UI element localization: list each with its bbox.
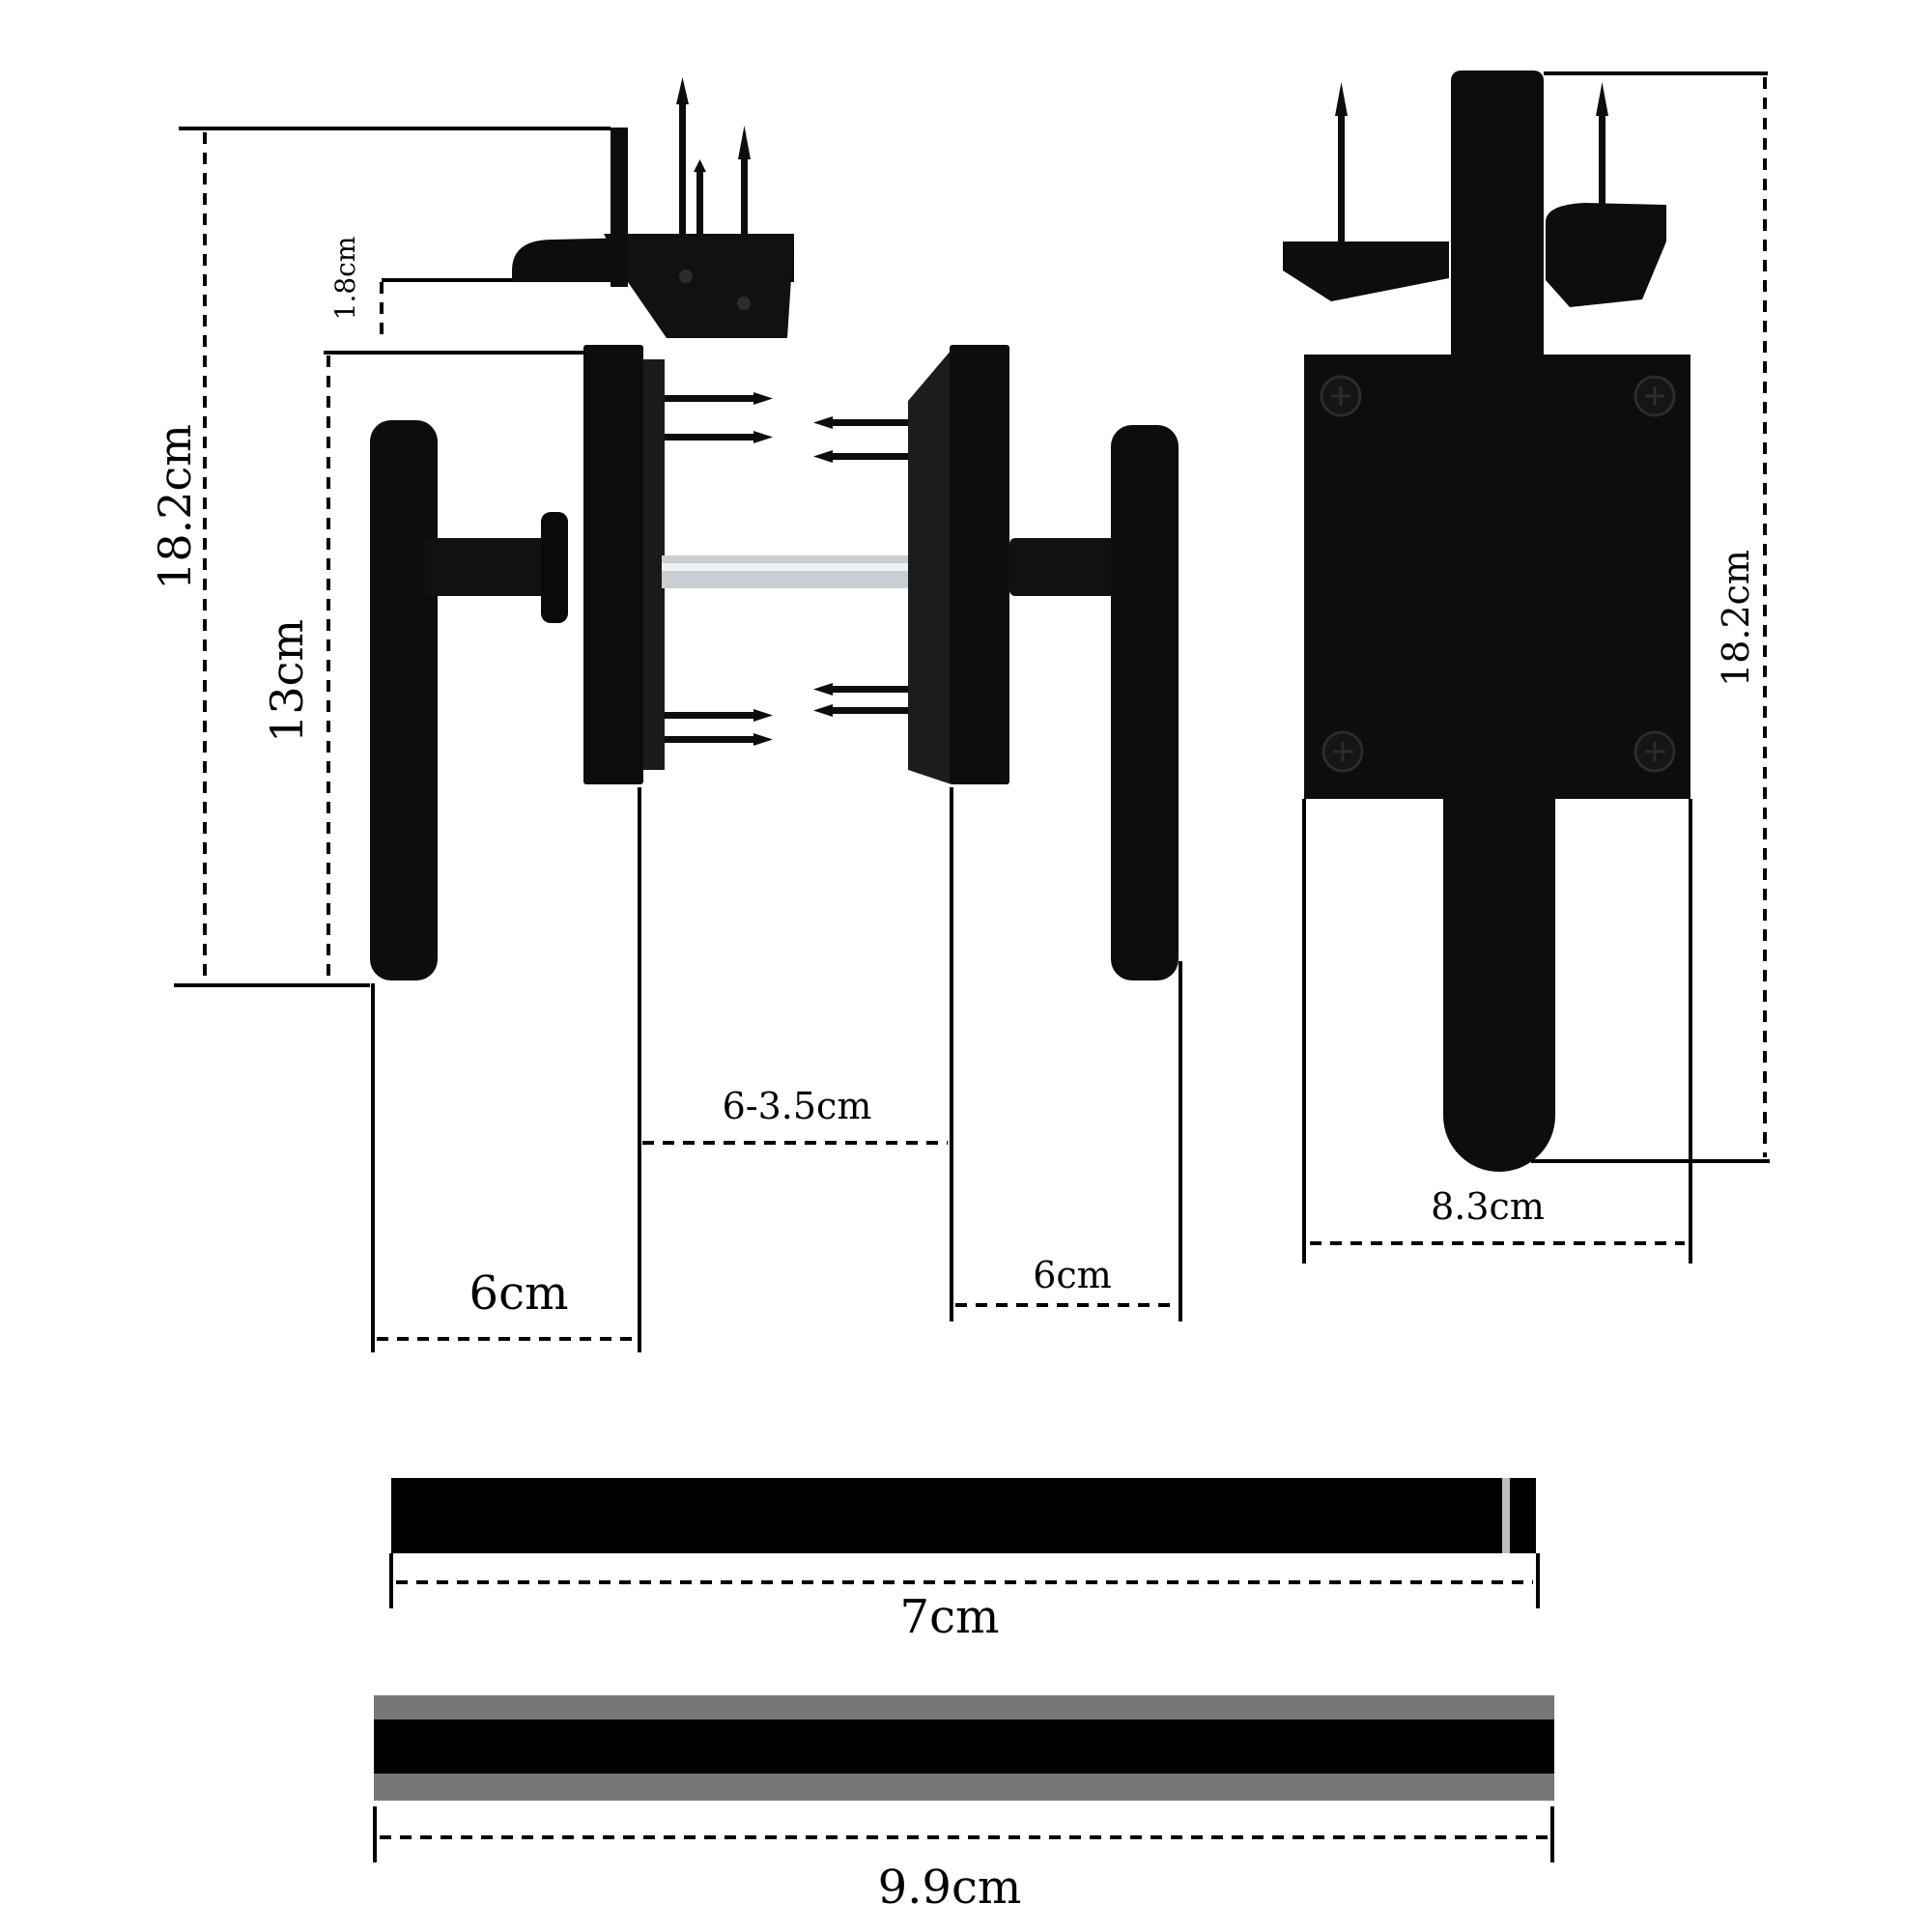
strip-accessory: 9.9cm (373, 1695, 1554, 1915)
left-rose-nails (665, 392, 773, 746)
left-side-plate (1283, 242, 1449, 301)
strip-dimension (373, 1806, 1554, 1862)
label-right-projection: 6cm (1033, 1254, 1112, 1296)
front-view: 18.2cm 1.8cm 13cm 6-3.5cm 6cm 6cm (149, 77, 1182, 1352)
left-spindle-shaft (425, 538, 551, 596)
side-latch-plates (1283, 82, 1666, 307)
strip-top-band (374, 1695, 1554, 1719)
left-lever-handle (370, 420, 438, 980)
label-side-height: 18.2cm (1715, 550, 1757, 687)
latch-plate-body (604, 234, 794, 338)
spindle-accessory: 7cm (389, 1478, 1540, 1644)
front-dimension-lines (174, 127, 1182, 1352)
label-latch-thickness: 1.8cm (329, 237, 361, 321)
spindle-bar (391, 1478, 1536, 1553)
latch-plate (512, 77, 794, 338)
label-door-thickness: 6-3.5cm (723, 1085, 872, 1127)
side-view: 18.2cm 8.3cm (1283, 71, 1770, 1264)
left-rose-back (643, 359, 665, 770)
latch-plate-nails (676, 77, 751, 234)
right-side-plate (1546, 203, 1666, 307)
label-spindle-length: 7cm (900, 1590, 1000, 1644)
right-rose-back (908, 350, 952, 784)
left-rose-plate (583, 345, 643, 784)
label-strip-length: 9.9cm (878, 1861, 1022, 1915)
right-lever-handle (1111, 425, 1179, 980)
latch-tongue (1451, 71, 1544, 380)
spindle-dimension (389, 1553, 1540, 1608)
label-left-projection: 6cm (469, 1266, 569, 1321)
right-rose-nails (813, 416, 908, 717)
spindle-highlight (662, 563, 927, 571)
right-spindle-shaft (1009, 538, 1130, 596)
screws (1320, 375, 1676, 773)
right-rose-plate (950, 345, 1009, 784)
label-rose-width: 8.3cm (1431, 1185, 1545, 1228)
spindle (662, 555, 927, 588)
strip-bottom-band (374, 1774, 1554, 1801)
left-collar (541, 512, 568, 623)
left-lever (370, 420, 568, 980)
label-overall-height: 18.2cm (149, 424, 201, 590)
side-dimension-lines (1302, 71, 1770, 1264)
latch-plate-post (611, 128, 628, 287)
right-rose (813, 345, 1009, 784)
left-rose (583, 345, 773, 784)
side-lever-handle (1443, 343, 1555, 1172)
spindle-bar-shine (1502, 1478, 1510, 1553)
screw-hole (679, 270, 693, 283)
label-rose-height: 13cm (261, 619, 313, 743)
right-lever (1009, 425, 1179, 980)
strip-core (374, 1719, 1554, 1774)
side-nails (1335, 82, 1608, 242)
screw-hole (737, 297, 751, 310)
